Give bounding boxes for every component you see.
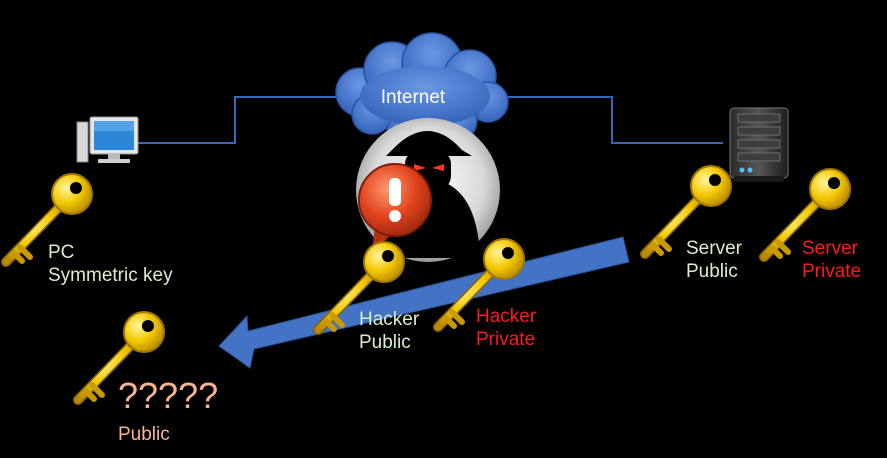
pc-key-label-line1: PC — [48, 242, 75, 263]
pc-to-internet-line — [137, 96, 338, 144]
intercept-arrow — [218, 236, 630, 369]
server-public-label-line2: Public — [686, 261, 738, 282]
desktop-computer-icon — [76, 116, 139, 163]
unknown-key-marks: ????? — [118, 375, 219, 416]
server-icon — [729, 107, 789, 182]
server-public-label: Server Public — [686, 237, 742, 283]
hacker-public-label-line1: Hacker — [359, 309, 420, 330]
internet-to-server-line — [500, 96, 723, 144]
server-public-label-line1: Server — [686, 238, 742, 259]
unknown-key-label: Public — [118, 424, 170, 445]
pc-key-label-line2: Symmetric key — [48, 265, 173, 286]
hacker-private-label-line1: Hacker — [476, 306, 537, 327]
hacker-private-label-line2: Private — [476, 329, 536, 350]
internet-label: Internet — [381, 87, 446, 108]
server-private-label: Server Private — [802, 237, 861, 283]
hacker-public-label-line2: Public — [359, 332, 411, 353]
pc-key-label: PC Symmetric key — [48, 241, 173, 287]
hacker-public-label: Hacker Public — [359, 308, 419, 354]
server-private-label-line1: Server — [802, 238, 858, 259]
server-private-label-line2: Private — [802, 261, 862, 282]
alert-icon — [358, 163, 432, 253]
hacker-private-label: Hacker Private — [476, 305, 536, 351]
